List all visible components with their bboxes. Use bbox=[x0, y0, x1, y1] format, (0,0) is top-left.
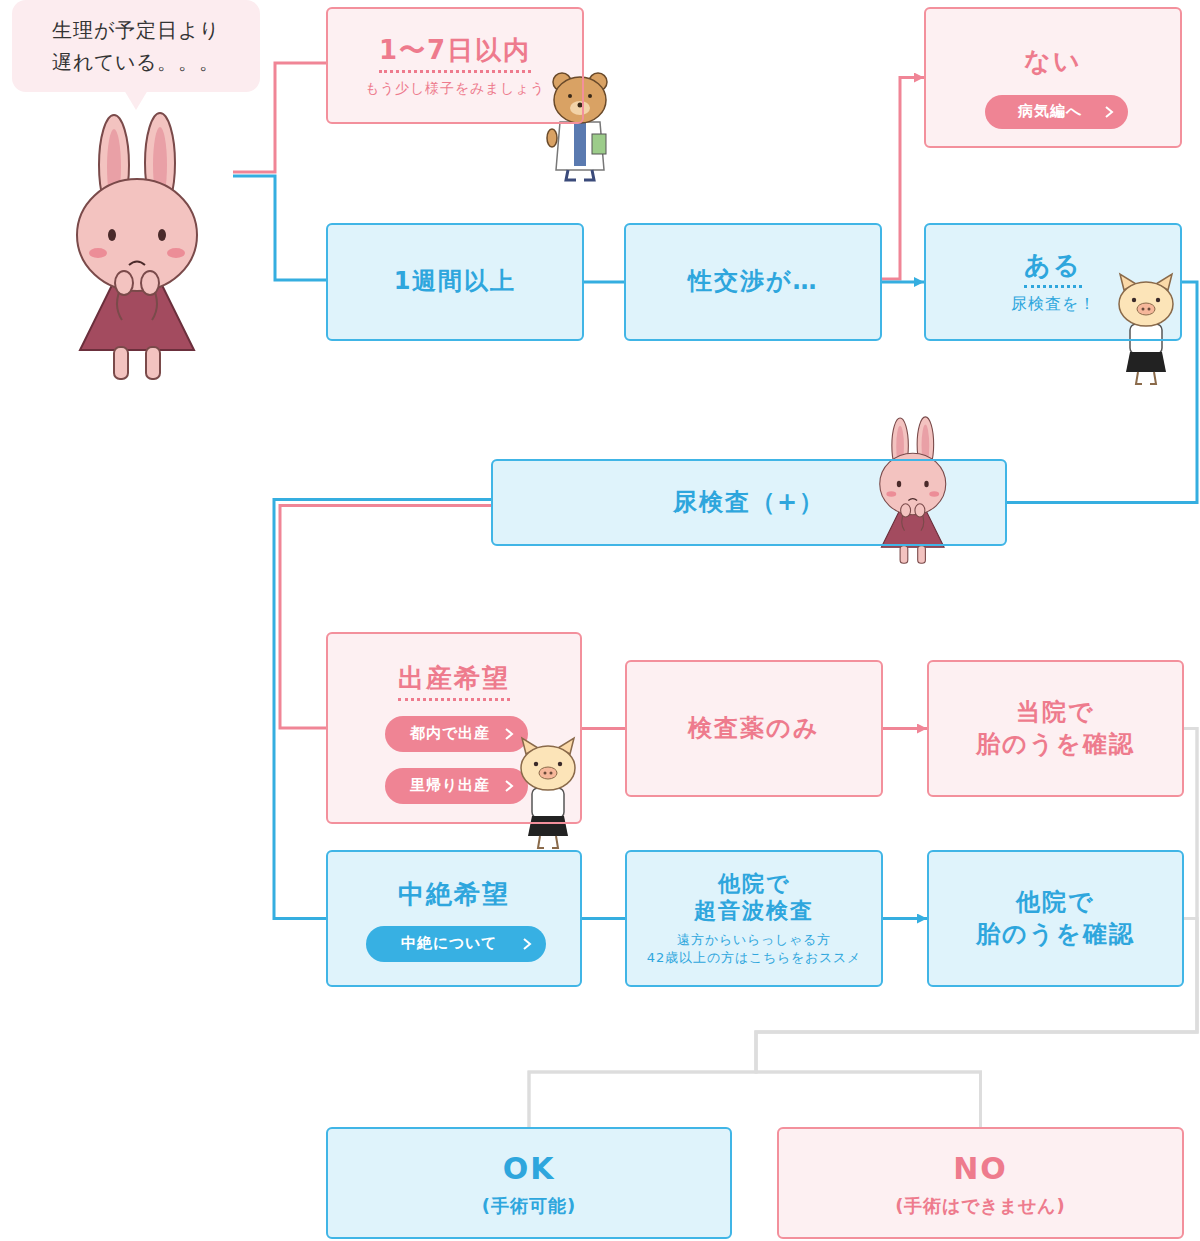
rabbit-figure bbox=[880, 417, 946, 563]
connector bbox=[529, 729, 1197, 1128]
chevron-icon bbox=[504, 779, 514, 793]
pig-figure bbox=[521, 738, 575, 848]
connector bbox=[883, 917, 927, 920]
box-title: 中絶について bbox=[401, 934, 497, 954]
box-fill bbox=[326, 1127, 732, 1239]
process-box: 性交渉が… bbox=[624, 223, 882, 341]
box-fill bbox=[625, 850, 883, 987]
box-note: 遠方からいらっしゃる方 42歳以上の方はこちらをおススメ bbox=[644, 931, 865, 967]
process-box: 1〜7日以内もう少し様子をみましょう bbox=[326, 7, 584, 124]
box-title: 里帰り出産 bbox=[410, 776, 490, 796]
box-title: 中絶希望 bbox=[398, 878, 510, 912]
box-title: 検査薬のみ bbox=[688, 713, 820, 744]
chevron-icon bbox=[1104, 105, 1114, 119]
box-title: 出産希望 bbox=[398, 662, 510, 701]
link-button: 中絶について bbox=[366, 926, 546, 962]
connector bbox=[882, 78, 924, 280]
link-button: 都内で出産 bbox=[385, 716, 528, 752]
connector bbox=[756, 919, 1197, 1128]
connector bbox=[280, 506, 491, 729]
box-title: 当院で 胎のうを確認 bbox=[972, 697, 1140, 759]
process-box: 他院で 胎のうを確認 bbox=[927, 850, 1184, 987]
process-box: ある尿検査を！ bbox=[924, 223, 1182, 341]
link-button: 病気編へ bbox=[985, 95, 1128, 129]
box-title: ない bbox=[1024, 45, 1082, 79]
box-title: 1〜7日以内 bbox=[379, 34, 531, 73]
box-fill bbox=[985, 95, 1128, 129]
connector bbox=[582, 917, 625, 920]
box-fill bbox=[326, 7, 584, 124]
process-box: 尿検査（+） bbox=[491, 459, 1007, 546]
box-note: (手術はできません) bbox=[895, 1194, 1065, 1217]
process-box: 当院で 胎のうを確認 bbox=[927, 660, 1184, 797]
box-title: 性交渉が… bbox=[688, 266, 819, 297]
bubble-tail bbox=[124, 90, 148, 110]
process-box: 検査薬のみ bbox=[625, 660, 883, 797]
box-fill bbox=[385, 716, 528, 752]
box-fill bbox=[624, 223, 882, 341]
box-fill bbox=[927, 850, 1184, 987]
box-title: ある bbox=[1024, 249, 1082, 288]
box-fill bbox=[385, 768, 528, 804]
connector bbox=[756, 729, 1197, 1128]
box-fill bbox=[777, 1127, 1184, 1239]
process-box: NO (手術はできません) bbox=[777, 1127, 1184, 1239]
connector bbox=[529, 919, 1197, 1128]
box-title: 1週間以上 bbox=[394, 266, 517, 297]
speech-bubble: 生理が予定日より 遅れている。。。 bbox=[12, 0, 260, 92]
box-title: 生理が予定日より 遅れている。。。 bbox=[46, 14, 226, 78]
box-note: (手術可能) bbox=[482, 1194, 576, 1217]
box-fill bbox=[326, 223, 584, 341]
bear-figure bbox=[547, 73, 607, 180]
box-title: 病気編へ bbox=[1018, 102, 1082, 122]
process-box: ない病気編へ bbox=[924, 7, 1182, 148]
box-title: 他院で 超音波検査 bbox=[688, 870, 820, 925]
process-box: OK (手術可能) bbox=[326, 1127, 732, 1239]
box-note: もう少し様子をみましょう bbox=[365, 79, 545, 97]
box-fill bbox=[12, 0, 260, 92]
chevron-icon bbox=[504, 727, 514, 741]
box-fill bbox=[326, 850, 582, 987]
rabbit-figure bbox=[77, 113, 197, 379]
box-title: 尿検査（+） bbox=[673, 487, 825, 518]
box-title: 都内で出産 bbox=[410, 724, 490, 744]
link-button: 里帰り出産 bbox=[385, 768, 528, 804]
connector bbox=[882, 281, 924, 284]
connector bbox=[883, 727, 927, 730]
box-fill bbox=[924, 7, 1182, 148]
box-note: 尿検査を！ bbox=[1011, 294, 1096, 315]
process-box: 中絶希望中絶について bbox=[326, 850, 582, 987]
connector bbox=[582, 727, 625, 730]
process-box: 出産希望都内で出産里帰り出産 bbox=[326, 632, 582, 824]
box-fill bbox=[927, 660, 1184, 797]
leader-line bbox=[233, 176, 326, 280]
box-title: OK bbox=[503, 1149, 556, 1188]
pig-figure bbox=[1119, 274, 1173, 384]
box-title: 他院で 胎のうを確認 bbox=[972, 887, 1140, 949]
box-fill bbox=[625, 660, 883, 797]
connector bbox=[584, 281, 624, 284]
leader-line bbox=[233, 63, 326, 172]
connector bbox=[274, 500, 491, 919]
chevron-icon bbox=[522, 937, 532, 951]
box-fill bbox=[366, 926, 546, 962]
box-title: NO bbox=[953, 1149, 1008, 1188]
process-box: 1週間以上 bbox=[326, 223, 584, 341]
process-box: 他院で 超音波検査遠方からいらっしゃる方 42歳以上の方はこちらをおススメ bbox=[625, 850, 883, 987]
